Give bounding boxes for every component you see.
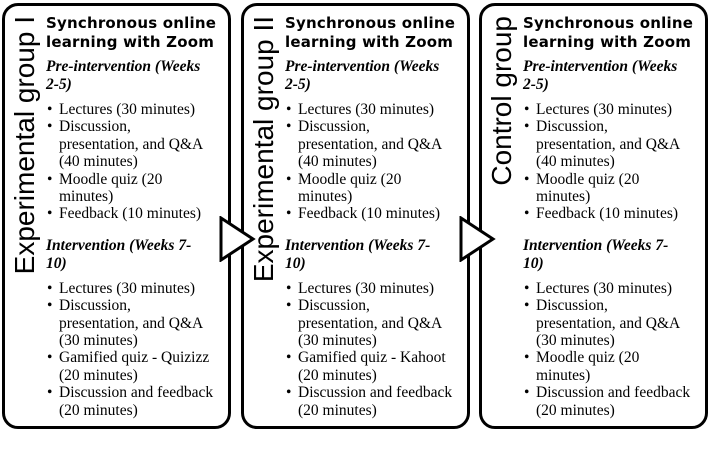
list-item: Discussion, presentation, and Q&A (40 mi… xyxy=(285,118,468,170)
group-label-control: Control group xyxy=(486,16,517,186)
pre-intervention-list: Lectures (30 minutes) Discussion, presen… xyxy=(46,101,229,223)
list-item: Discussion and feedback (20 minutes) xyxy=(46,384,229,419)
section-title-pre-intervention: Pre-intervention (Weeks 2-5) xyxy=(523,58,678,93)
list-item: Lectures (30 minutes) xyxy=(523,101,706,119)
panel-heading: Synchronous online learning with Zoom xyxy=(285,14,456,51)
section-title-intervention: Intervention (Weeks 7- 10) xyxy=(523,236,669,272)
list-item: Moodle quiz (20 minutes) xyxy=(523,171,706,206)
list-item: Discussion, presentation, and Q&A (30 mi… xyxy=(46,297,229,349)
panel-control-group: Control group Synchronous online learnin… xyxy=(479,3,708,429)
list-item: Discussion, presentation, and Q&A (40 mi… xyxy=(46,118,229,170)
group-label-experimental-i: Experimental group I xyxy=(9,16,40,275)
list-item: Lectures (30 minutes) xyxy=(46,280,229,298)
list-item: Gamified quiz - Kahoot (20 minutes) xyxy=(285,349,468,384)
list-item: Lectures (30 minutes) xyxy=(285,280,468,298)
list-item: Feedback (10 minutes) xyxy=(523,205,706,223)
list-item: Moodle quiz (20 minutes) xyxy=(285,171,468,206)
list-item: Discussion, presentation, and Q&A (30 mi… xyxy=(523,297,706,349)
intervention-list: Lectures (30 minutes) Discussion, presen… xyxy=(523,280,706,419)
panel-content: Synchronous online learning with Zoom Pr… xyxy=(285,11,468,433)
intervention-list: Lectures (30 minutes) Discussion, presen… xyxy=(285,280,468,419)
list-item: Discussion and feedback (20 minutes) xyxy=(285,384,468,419)
intervention-list: Lectures (30 minutes) Discussion, presen… xyxy=(46,280,229,419)
list-item: Discussion and feedback (20 minutes) xyxy=(523,384,706,419)
section-title-intervention: Intervention (Weeks 7- 10) xyxy=(285,236,431,272)
list-item: Lectures (30 minutes) xyxy=(523,280,706,298)
panel-heading: Synchronous online learning with Zoom xyxy=(523,14,694,51)
list-item: Moodle quiz (20 minutes) xyxy=(523,349,706,384)
panel-experimental-group-i: Experimental group I Synchronous online … xyxy=(2,3,231,429)
panel-content: Synchronous online learning with Zoom Pr… xyxy=(523,11,706,433)
list-item: Discussion, presentation, and Q&A (40 mi… xyxy=(523,118,706,170)
section-title-intervention: Intervention (Weeks 7- 10) xyxy=(46,236,192,272)
arrow-right-icon xyxy=(219,216,256,262)
list-item: Moodle quiz (20 minutes) xyxy=(46,171,229,206)
arrow-right-icon xyxy=(459,216,496,262)
pre-intervention-list: Lectures (30 minutes) Discussion, presen… xyxy=(523,101,706,223)
list-item: Gamified quiz - Quizizz (20 minutes) xyxy=(46,349,229,384)
panel-content: Synchronous online learning with Zoom Pr… xyxy=(46,11,229,433)
list-item: Feedback (10 minutes) xyxy=(46,205,229,223)
panel-heading: Synchronous online learning with Zoom xyxy=(46,14,217,51)
section-title-pre-intervention: Pre-intervention (Weeks 2-5) xyxy=(46,58,201,93)
list-item: Lectures (30 minutes) xyxy=(46,101,229,119)
list-item: Discussion, presentation, and Q&A (30 mi… xyxy=(285,297,468,349)
panel-experimental-group-ii: Experimental group II Synchronous online… xyxy=(241,3,470,429)
list-item: Feedback (10 minutes) xyxy=(285,205,468,223)
section-title-pre-intervention: Pre-intervention (Weeks 2-5) xyxy=(285,58,440,93)
pre-intervention-list: Lectures (30 minutes) Discussion, presen… xyxy=(285,101,468,223)
list-item: Lectures (30 minutes) xyxy=(285,101,468,119)
